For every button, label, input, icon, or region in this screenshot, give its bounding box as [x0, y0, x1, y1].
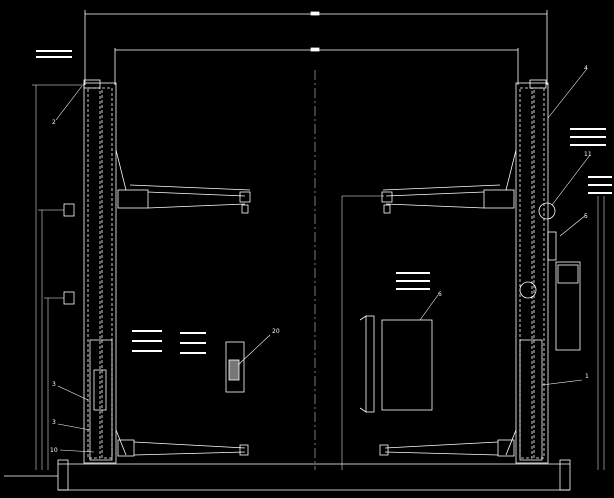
ground-base	[4, 459, 571, 491]
callout-20: 20	[272, 328, 280, 335]
right-lower-lift-arm	[379, 439, 515, 457]
callout-2: 2	[52, 119, 56, 126]
left-upper-lift-arm	[117, 184, 251, 214]
callout-3a: 3	[52, 381, 56, 388]
callout-11: 11	[584, 151, 592, 158]
control-box	[359, 261, 581, 413]
callout-6: 6	[438, 291, 442, 298]
callout-1: 1	[585, 373, 589, 380]
section-detail	[225, 341, 245, 393]
annotation-bars	[36, 50, 612, 354]
callout-10: 10	[50, 447, 58, 454]
callout-5: 5	[584, 213, 588, 220]
left-lower-lift-arm	[117, 439, 249, 457]
callout-4: 4	[584, 65, 588, 72]
right-post-column	[505, 79, 557, 464]
leader-lines	[55, 69, 591, 453]
left-post-column	[63, 79, 127, 464]
right-upper-lift-arm	[381, 184, 515, 214]
dimension-lines	[32, 84, 605, 470]
callout-3b: 3	[52, 419, 56, 426]
callout-labels: 1 2 3 3 4 5 6 10 11 20	[50, 65, 592, 454]
overhead-beam	[84, 10, 548, 85]
